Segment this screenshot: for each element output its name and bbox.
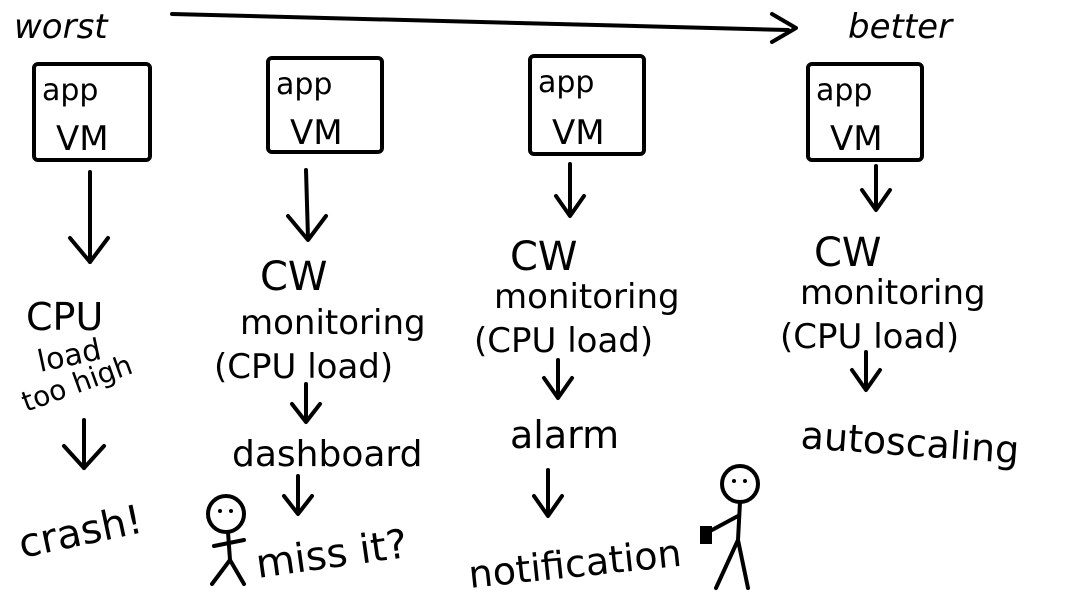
app-label: app <box>42 73 98 108</box>
arrow-down-head <box>286 214 328 242</box>
arrow-down <box>304 168 310 240</box>
vm-label: VM <box>56 119 109 159</box>
vm-box <box>806 62 924 162</box>
person-icon <box>700 464 760 590</box>
arrow-down-head <box>62 444 106 470</box>
final-crash: crash! <box>15 497 147 568</box>
arrow-down-head <box>290 402 322 424</box>
step-dashboard: dashboard <box>232 434 422 475</box>
monitor-title: CW <box>260 254 327 300</box>
monitor-line2: monitoring <box>494 277 680 317</box>
vm-label: VM <box>552 113 605 153</box>
step-autoscaling: autoscaling <box>799 413 1020 472</box>
step-cpu: CPU <box>26 295 103 339</box>
arrow-down-head <box>532 494 564 518</box>
arrow-down-head <box>542 376 574 400</box>
monitor-line2: monitoring <box>800 273 986 313</box>
app-label: app <box>276 67 332 102</box>
scale-right-label: better <box>848 7 954 47</box>
vm-box <box>32 62 152 162</box>
monitor-title: CW <box>814 230 881 276</box>
arrow-down-head <box>554 194 586 218</box>
monitor-line3: (CPU load) <box>214 347 393 387</box>
scale-arrow <box>170 12 790 32</box>
vm-label: VM <box>830 119 883 159</box>
monitor-line3: (CPU load) <box>474 321 653 361</box>
arrow-down-head <box>860 188 892 212</box>
vm-label: VM <box>290 113 343 153</box>
arrow-down-head <box>850 368 882 392</box>
step-alarm: alarm <box>510 413 619 457</box>
column-1: app VM CPU load too high crash! <box>15 62 152 568</box>
column-2: app VM CW monitoring (CPU load) dashboar… <box>206 56 426 588</box>
vm-box <box>266 56 384 154</box>
column-4: app VM CW monitoring (CPU load) autoscal… <box>780 62 1021 472</box>
person-icon <box>206 494 246 586</box>
monitor-title: CW <box>510 234 577 280</box>
final-notification: notification <box>466 531 683 597</box>
arrow-down-head <box>282 494 314 516</box>
monitor-line3: (CPU load) <box>780 317 959 357</box>
scale-arrow-head <box>770 12 798 44</box>
vm-box <box>528 54 646 156</box>
app-label: app <box>816 73 872 108</box>
column-3: app VM CW monitoring (CPU load) alarm no… <box>466 54 760 597</box>
scale-left-label: worst <box>14 7 109 47</box>
final-miss-it: miss it? <box>253 521 410 588</box>
arrow-down-head <box>68 236 110 264</box>
monitor-line2: monitoring <box>240 303 426 343</box>
app-label: app <box>538 65 594 100</box>
